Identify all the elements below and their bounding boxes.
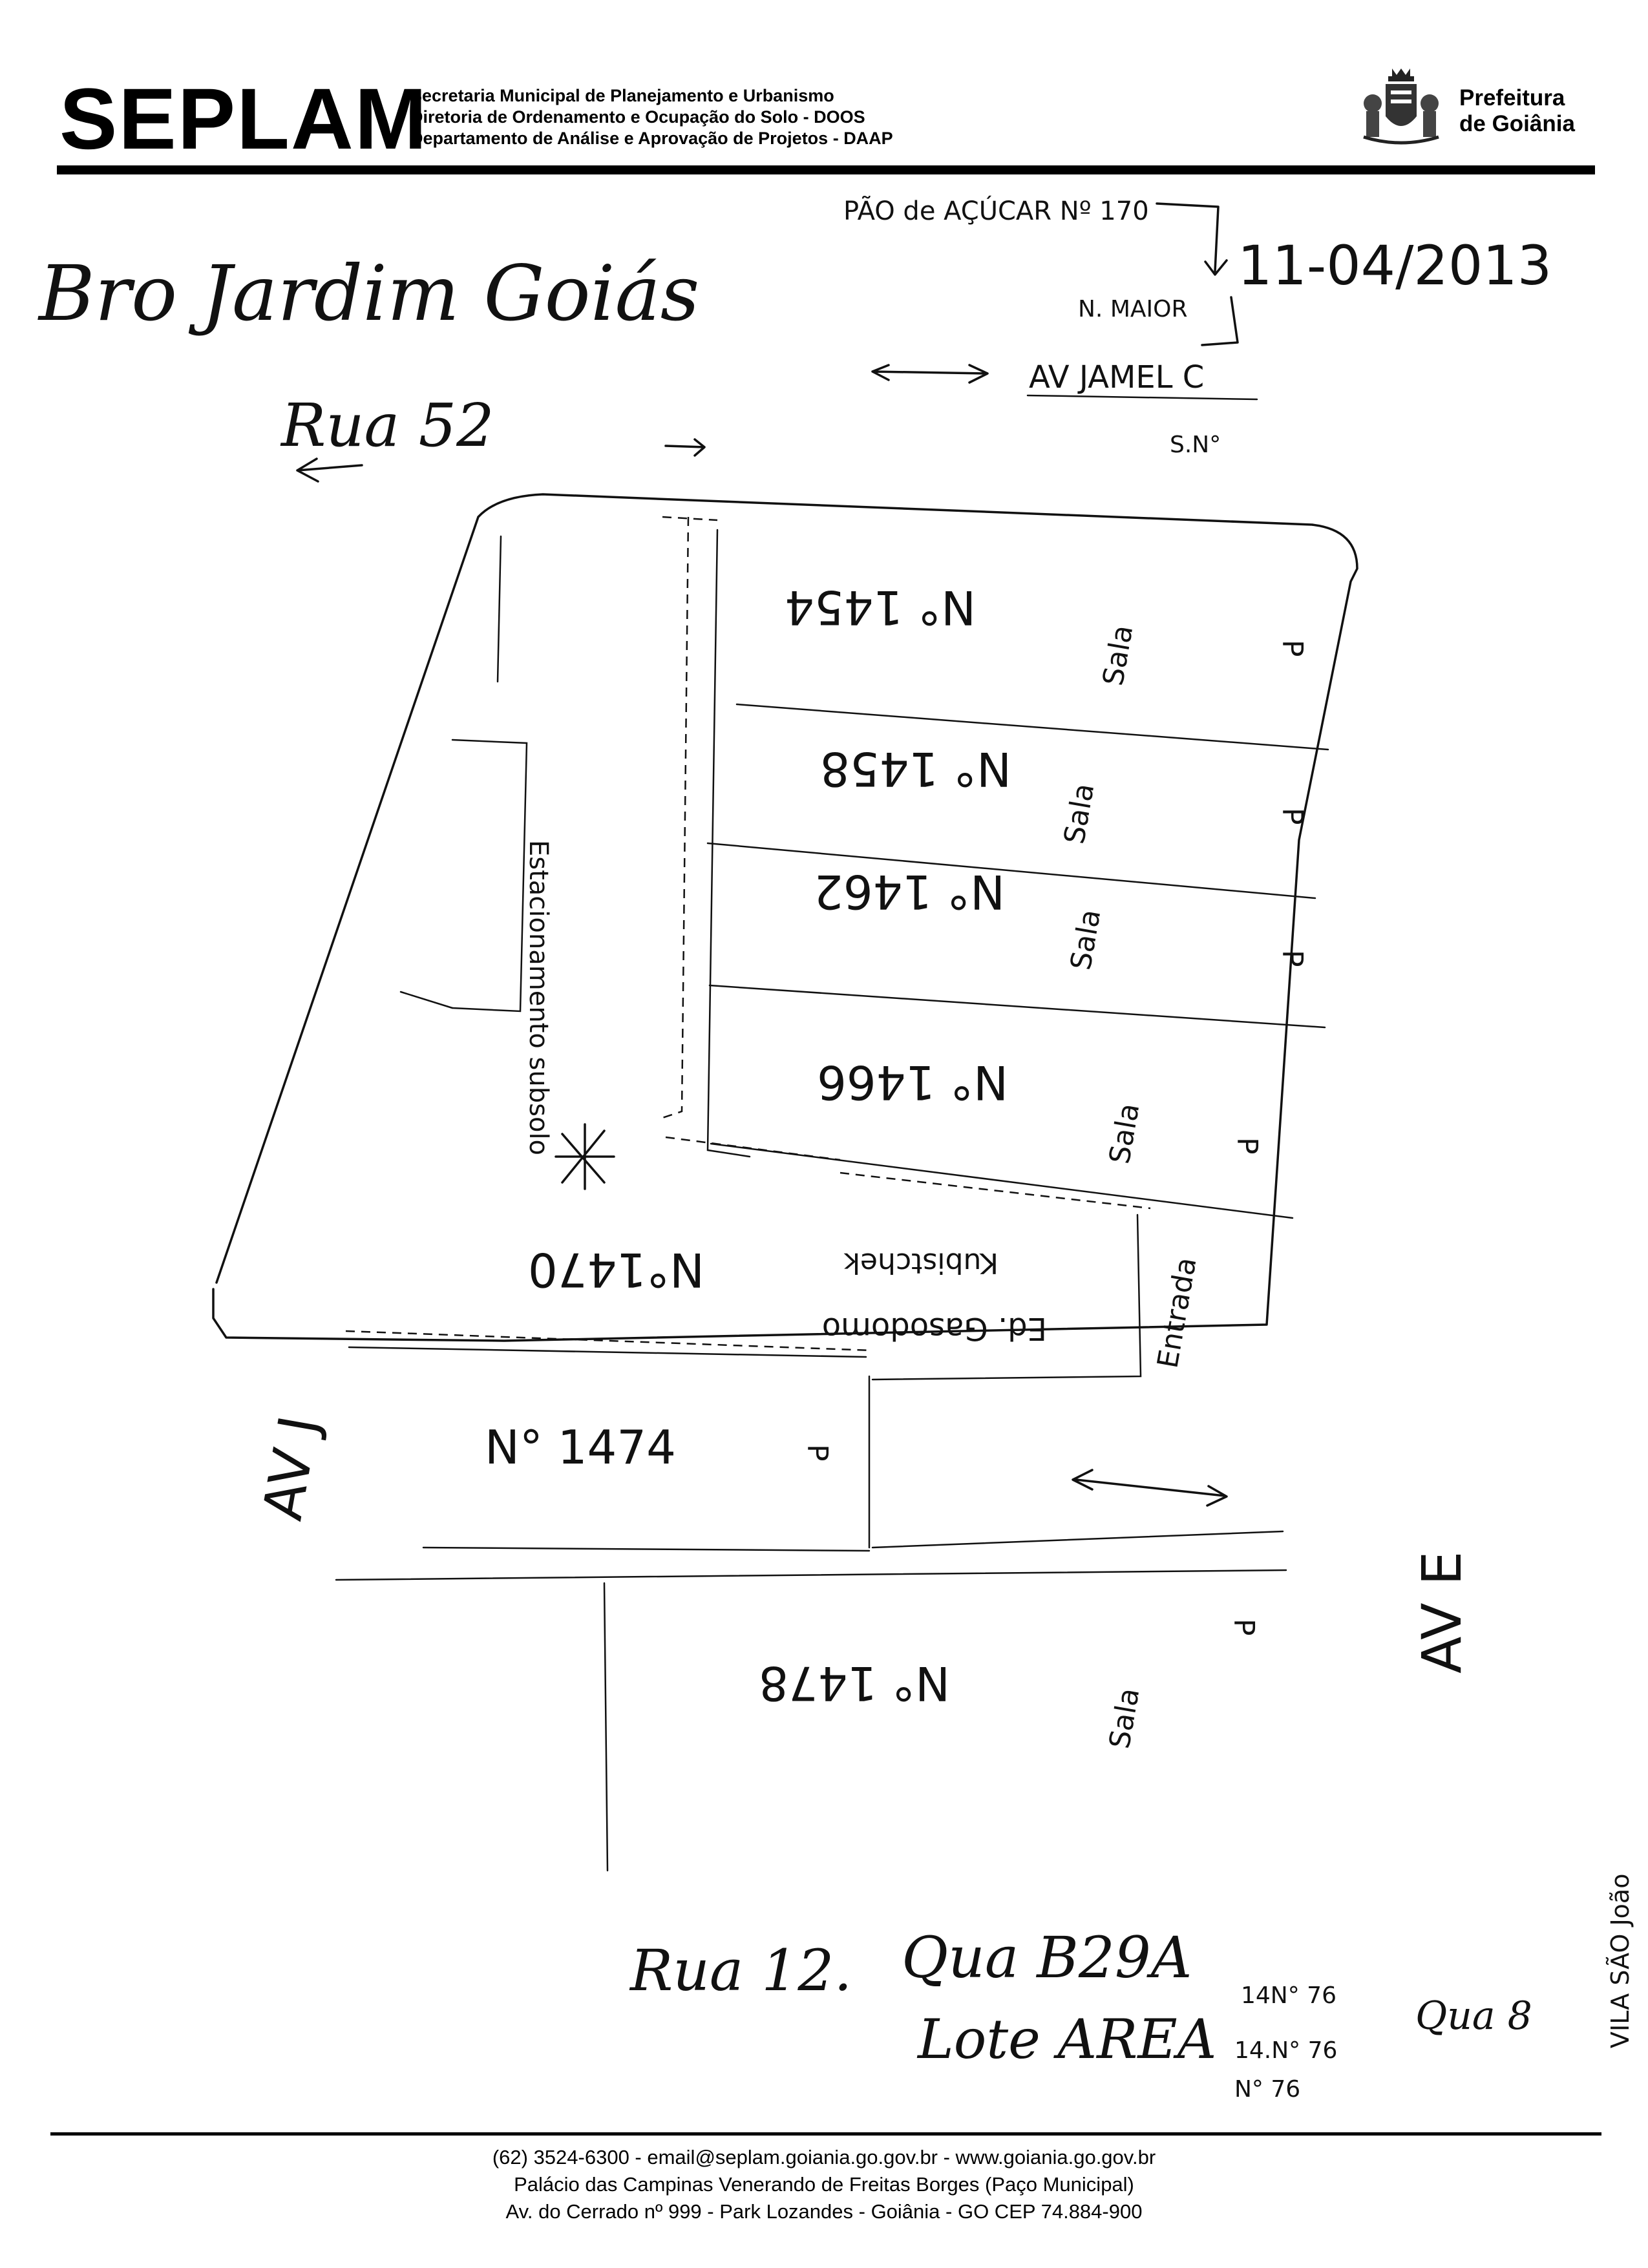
- rua-52-text: Rua 52: [280, 391, 494, 460]
- rua-12-text: Rua 12.: [629, 1937, 852, 2004]
- sn-text: S.N°: [1170, 432, 1221, 458]
- list-num-3: N° 76: [1234, 2076, 1300, 2103]
- entrada-text: Entrada: [1151, 1255, 1203, 1370]
- av-jamel-text: AV JAMEL C: [1029, 359, 1204, 395]
- building-name-1: Ed. Gasodomo: [822, 1310, 1047, 1347]
- n-maior-text: N. MAIOR: [1078, 296, 1187, 322]
- bairro-text: Bro Jardim Goiás: [37, 249, 699, 338]
- top-lots-dashed-left: [662, 516, 690, 1119]
- dash-1470-top: [665, 1136, 841, 1161]
- divider-1466-1470: [710, 1142, 1294, 1219]
- building-name-2: Kubistchek: [843, 1246, 998, 1279]
- main-building-number: N°1470: [528, 1243, 704, 1297]
- top-note-arrow: [1156, 202, 1228, 276]
- lot-1462-note: Sala: [1064, 907, 1108, 973]
- tree-symbol-icon: [555, 1123, 615, 1190]
- lot-1478-label: N° 1478: [759, 1656, 950, 1710]
- dept-line-3: Departamento de Análise e Aprovação de P…: [410, 128, 893, 148]
- double-arrow: [1072, 1469, 1228, 1507]
- vila-text: VILA SÃO João: [1606, 1874, 1634, 2048]
- divider-1474-bottom: [422, 1546, 871, 1552]
- footer-contact: (62) 3524-6300 - email@seplam.goiania.go…: [492, 2146, 1156, 2168]
- prefeitura-line-2: de Goiânia: [1459, 111, 1575, 137]
- city-crest-icon: [1363, 68, 1439, 145]
- side-block-box: [451, 739, 528, 1013]
- divider-1478-left: [603, 1582, 609, 1872]
- lot-1458-note: Sala: [1058, 781, 1101, 847]
- footer-palace: Palácio das Campinas Venerando de Freita…: [514, 2172, 1134, 2196]
- divider-1458-1462: [706, 842, 1316, 899]
- footer: (62) 3524-6300 - email@seplam.goiania.go…: [0, 2144, 1648, 2225]
- department-lines: Secretaria Municipal de Planejamento e U…: [410, 85, 893, 149]
- header-rule: [57, 165, 1595, 174]
- dept-line-1: Secretaria Municipal de Planejamento e U…: [410, 86, 834, 105]
- dash-1470-top-right: [840, 1171, 1151, 1210]
- divider-1474-top: [348, 1346, 867, 1358]
- seplam-logo: SEPLAM: [59, 71, 428, 167]
- rua-52-arrow: [296, 457, 363, 483]
- date-text: 11-04/2013: [1238, 234, 1552, 297]
- lot-1474-mark: P: [801, 1444, 834, 1462]
- lot-1458-mark: P: [1276, 808, 1309, 825]
- list-num-2: 14.N° 76: [1234, 2037, 1337, 2064]
- av-e-label: AV E: [1410, 1551, 1474, 1674]
- lot-1474-label: N° 1474: [485, 1420, 676, 1475]
- n-maior-bracket: [1201, 296, 1239, 346]
- lot-1466-label: N° 1466: [817, 1055, 1008, 1109]
- list-num-1: 14N° 76: [1241, 1982, 1336, 2009]
- side-block-text: Estacionamento subsolo: [523, 840, 553, 1155]
- left-inner-line: [496, 535, 502, 683]
- parcel-outline: [212, 493, 1358, 1342]
- lot-1478-mark: P: [1227, 1619, 1260, 1636]
- main-building-bottom-dash: [345, 1330, 873, 1352]
- top-lots-left-line: [706, 529, 751, 1158]
- lot-1466-mark: P: [1231, 1137, 1263, 1155]
- prefeitura-line-1: Prefeitura: [1459, 85, 1565, 110]
- lot-1454-label: N° 1454: [785, 580, 976, 635]
- top-note: PÃO de AÇÚCAR Nº 170: [843, 195, 1149, 226]
- av-jamel-underline: [1026, 394, 1258, 401]
- divider-1462-1466: [708, 984, 1326, 1029]
- lot-1458-label: N° 1458: [820, 742, 1011, 796]
- lot-1454-mark: P: [1276, 640, 1309, 657]
- small-arrow-top: [664, 438, 706, 457]
- divider-1454-1458: [735, 703, 1329, 751]
- av-jamel-arrow: [871, 364, 989, 384]
- qua-side-text: Qua 8: [1415, 1993, 1532, 2039]
- divider-right-block: [871, 1530, 1284, 1549]
- entrada-box: [871, 1213, 1142, 1381]
- divider-1478-top: [335, 1569, 1287, 1581]
- prefeitura-label: Prefeitura de Goiânia: [1459, 85, 1575, 138]
- footer-address: Av. do Cerrado nº 999 - Park Lozandes - …: [505, 2200, 1143, 2223]
- lote-text: Lote AREA: [916, 2008, 1216, 2071]
- lot-1478-note: Sala: [1103, 1686, 1146, 1752]
- side-block-left: [399, 991, 454, 1009]
- top-dash: [662, 516, 718, 521]
- quadra-text: Qua B29A: [902, 1924, 1192, 1991]
- lot-1462-mark: P: [1276, 950, 1309, 967]
- dept-line-2: Diretoria de Ordenamento e Ocupação do S…: [410, 107, 865, 127]
- lot-1454-note: Sala: [1097, 623, 1140, 689]
- lot-1466-note: Sala: [1103, 1101, 1146, 1167]
- av-j-label: AV J: [251, 1411, 331, 1525]
- footer-rule: [50, 2132, 1601, 2136]
- lot-1462-label: N° 1462: [814, 865, 1005, 919]
